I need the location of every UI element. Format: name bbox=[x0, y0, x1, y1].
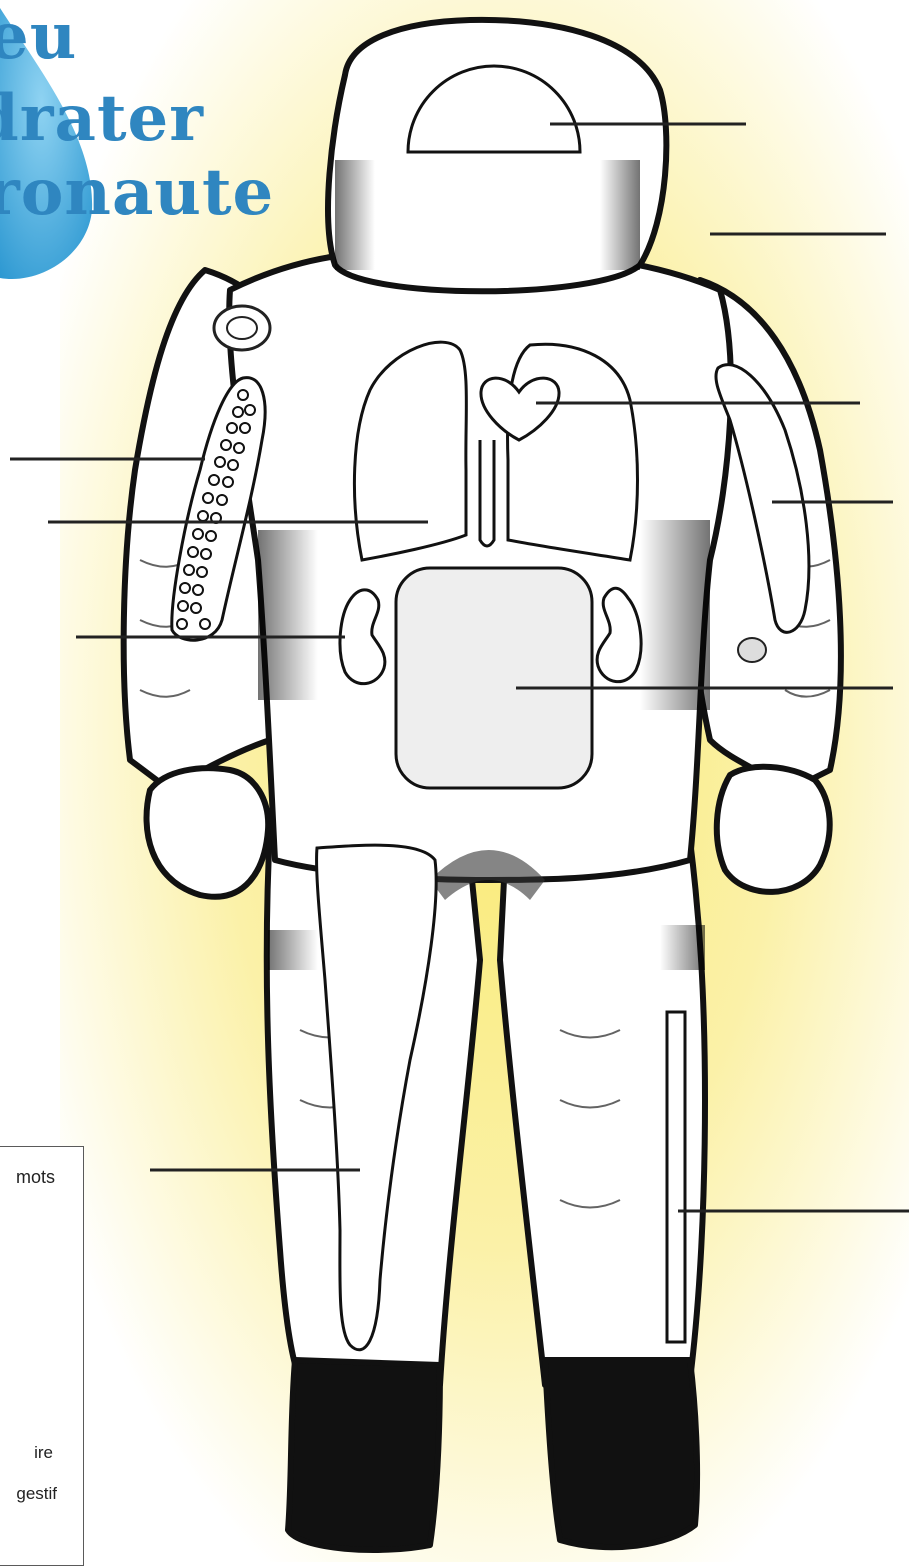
suit-arm-valve-icon bbox=[738, 638, 766, 662]
organ-bone bbox=[667, 1012, 685, 1342]
word-bank-item: gestif bbox=[0, 1484, 83, 1504]
word-bank-heading: mots bbox=[0, 1167, 83, 1188]
title-line-1: eu bbox=[0, 2, 77, 72]
organ-lung-right bbox=[508, 344, 638, 560]
suit-right-boot bbox=[545, 1360, 697, 1547]
suit-left-boot bbox=[288, 1360, 440, 1550]
word-bank-item: ire bbox=[0, 1443, 83, 1463]
title-line-2: drater bbox=[0, 84, 204, 154]
word-bank-box: mots ire gestif bbox=[0, 1146, 84, 1566]
organ-stomach bbox=[396, 568, 592, 788]
suit-right-glove bbox=[717, 767, 830, 892]
title-line-3: ronaute bbox=[0, 158, 274, 228]
suit-shoulder-patch-icon bbox=[214, 306, 270, 350]
